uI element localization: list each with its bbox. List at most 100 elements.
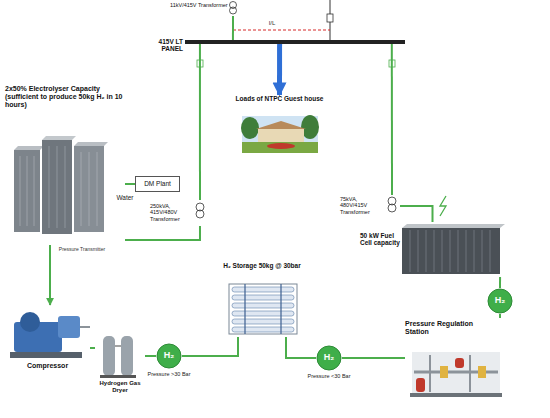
regulation-station-illustration: [416, 378, 425, 392]
electrolyser-illustration: [20, 156, 21, 226]
flow-connector: [286, 337, 316, 358]
node-text: 75kVA, 480V/415V Transformer: [340, 196, 386, 215]
node-text: Pressure Regulation Station: [405, 320, 485, 336]
load-node: Loads of NTPC Guest house: [232, 95, 327, 155]
fuel-cell-node: 50 kW Fuel Cell capacity: [360, 222, 505, 277]
fuel-cell-illustration: [402, 228, 500, 274]
dryer-illustration: [115, 345, 121, 346]
dm-plant-box: DM Plant: [135, 176, 180, 192]
regulation-station-illustration: [410, 393, 502, 397]
storage-rack-illustration: [232, 287, 294, 292]
h2-circle: H₂: [316, 345, 342, 371]
electrolyser-illustration: [97, 152, 98, 226]
electrolyser-illustration: [14, 146, 44, 150]
storage-rack-illustration: [232, 311, 294, 316]
h2-circle: H₂: [487, 288, 513, 314]
electrolyser-illustration: [14, 150, 40, 232]
flow-connector: [391, 44, 393, 195]
transformer-node: 250kVA, 415V/480V Transformer: [150, 200, 215, 226]
compressor-illustration: [10, 352, 82, 358]
guest-house-photo: [242, 116, 318, 153]
storage-rack-illustration: [280, 284, 281, 334]
guest-house-photo: [241, 117, 259, 139]
storage-rack-illustration: [229, 284, 297, 334]
annotation-label: Pressure Transmitter: [54, 247, 110, 253]
transformer-node: 75kVA, 480V/415V Transformer: [340, 195, 400, 217]
regulation-station-illustration: [429, 355, 431, 392]
incomer-wire: [327, 0, 333, 40]
electrolyser-illustration: [14, 136, 108, 234]
electrolyser-illustration: [42, 140, 72, 234]
interlock-line: [233, 30, 330, 31]
node-text: 415V LT PANEL: [145, 38, 183, 53]
electrolyser-illustration: [49, 146, 50, 228]
flow-connector: [499, 314, 501, 318]
fuel-cell-illustration: [466, 230, 467, 272]
edge-label: Water: [108, 194, 142, 201]
node-text: 11kV/415V Transformer: [170, 2, 228, 8]
fuel-cell-illustration: [418, 230, 419, 272]
incomer-wire: [327, 14, 333, 22]
dryer-illustration: [121, 336, 133, 376]
regulation-station-illustration: [478, 366, 486, 378]
regulation-station-illustration: [469, 355, 471, 392]
fuel-cell-illustration: [434, 230, 435, 272]
guest-house-photo: [256, 121, 306, 129]
circle-shape: [488, 289, 512, 313]
dryer-node: Hydrogen Gas Dryer: [95, 330, 145, 395]
compressor-illustration: [58, 316, 80, 338]
fuel-cell-illustration: [474, 230, 475, 272]
top-transformer-symbol: [230, 2, 237, 9]
flow-connector: [125, 226, 200, 240]
circle-shape: [157, 344, 181, 368]
storage-node: H₂ Storage 50kg @ 30bar: [222, 262, 302, 337]
compressor-illustration: [10, 312, 90, 358]
annotation-label: Pressure >30 Bar: [144, 371, 194, 377]
flow-connector: [400, 206, 433, 222]
node-text: H₂: [316, 352, 342, 362]
storage-rack-illustration: [232, 327, 294, 332]
node-text: H₂: [156, 350, 182, 360]
storage-rack-illustration: [232, 303, 294, 308]
fuel-cell-illustration: [410, 230, 411, 272]
node-text: H₂ Storage 50kg @ 30bar: [222, 262, 302, 269]
electrolyser-illustration: [65, 146, 66, 228]
compressor-node: Compressor: [5, 305, 90, 375]
flow-connector: [145, 355, 156, 357]
fuel-cell-illustration: [482, 230, 483, 272]
node-text: H₂: [487, 295, 513, 305]
fuel-cell-illustration: [450, 230, 451, 272]
transformer-symbol: [196, 197, 396, 218]
lightning-symbol: [440, 196, 446, 216]
transformer-symbol: [196, 210, 204, 218]
electrolyser-illustration: [89, 152, 90, 226]
compressor-illustration: [80, 326, 90, 328]
h2-circle: H₂: [156, 343, 182, 369]
electrolyser-illustration: [42, 136, 76, 140]
annotation-label: I/L: [262, 20, 282, 27]
electrolyser-illustration: [74, 142, 108, 146]
storage-rack-illustration: [229, 284, 297, 334]
guest-house-photo: [267, 143, 295, 149]
flow-connector: [90, 347, 95, 349]
top-transformer-symbol: [230, 2, 237, 15]
regulation-station-node: Pressure Regulation Station: [405, 318, 515, 403]
flow-connector: [342, 357, 405, 359]
node-text: 50 kW Fuel Cell capacity: [360, 232, 400, 247]
fuel-cell-illustration: [402, 224, 505, 228]
guest-house-photo: [241, 115, 319, 153]
node-text: DM Plant: [136, 180, 179, 187]
dryer-illustration: [103, 336, 115, 376]
electrolyser-illustration: [27, 156, 28, 226]
fuel-cell-illustration: [490, 230, 491, 272]
guest-house-photo: [258, 129, 304, 143]
fuel-cell-illustration: [402, 224, 505, 274]
breaker-symbol: [197, 60, 395, 67]
compressor-illustration: [20, 312, 40, 332]
fuel-cell-illustration: [442, 230, 443, 272]
storage-rack-illustration: [232, 295, 294, 300]
electrolyser-node: 2x50% Electrolyser Capacity (sufficient …: [5, 85, 125, 245]
flow-connector: [49, 245, 51, 305]
dryer-illustration: [100, 375, 136, 378]
flow-connector: [232, 16, 234, 40]
